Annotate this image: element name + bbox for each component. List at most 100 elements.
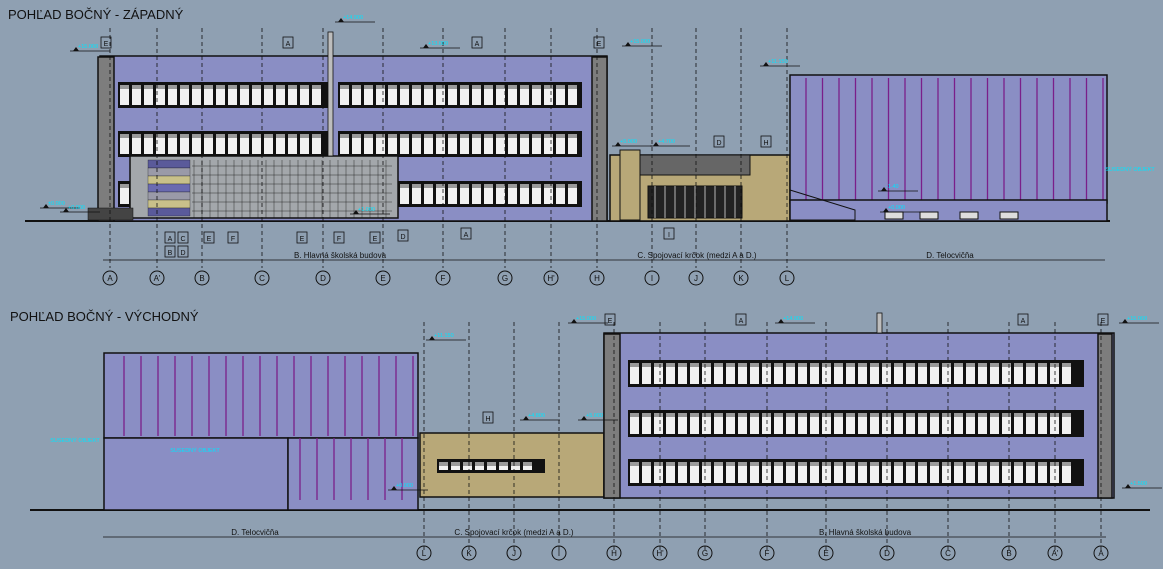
window-blind	[966, 413, 975, 417]
level-mark: +1.000	[350, 207, 390, 215]
window-pane	[870, 462, 879, 483]
window-blind	[702, 413, 711, 417]
window-pane	[448, 184, 457, 204]
window-pane	[966, 462, 975, 483]
window-band-floor2	[628, 410, 1084, 437]
window-blind	[726, 462, 735, 466]
grid-axis-label: J	[512, 549, 516, 558]
window-blind	[654, 363, 663, 367]
window-blind	[978, 363, 987, 367]
window-pane	[834, 413, 843, 434]
level-mark: ±0.000	[40, 201, 80, 209]
grid-axis-bubble: F	[759, 545, 775, 561]
window-pane	[276, 85, 285, 105]
connector-window-band	[437, 459, 545, 473]
part-tag-box	[100, 36, 112, 49]
level-arrow	[881, 187, 887, 191]
window-blind	[894, 413, 903, 417]
window-blind	[568, 184, 577, 188]
window-blind	[144, 85, 153, 89]
level-arrow	[1122, 319, 1128, 323]
window-pane	[822, 413, 831, 434]
window-pane	[990, 363, 999, 384]
window-band-floor3-left	[118, 82, 330, 108]
window-blind	[666, 413, 675, 417]
window-blind	[460, 134, 469, 138]
gym-base-window	[959, 211, 979, 220]
window-blind	[312, 85, 321, 89]
window-blind	[472, 85, 481, 89]
window-blind	[894, 462, 903, 466]
part-tag-box	[760, 135, 772, 148]
level-arrow	[338, 18, 344, 22]
part-tag-label: E	[1101, 318, 1106, 325]
part-tag-box	[333, 231, 345, 244]
window-pane	[894, 462, 903, 483]
window-blind	[412, 85, 421, 89]
window-blind	[451, 462, 460, 466]
level-value: +4.700	[658, 139, 675, 145]
window-blind	[508, 85, 517, 89]
part-tag-label: D	[180, 250, 185, 257]
window-pane	[448, 134, 457, 154]
window-pane	[1062, 462, 1071, 483]
section-label-c: C. Spojovací krčok (medzi A a D.)	[454, 528, 573, 537]
window-blind	[376, 134, 385, 138]
window-pane	[750, 462, 759, 483]
window-blind	[630, 462, 639, 466]
grid-axis-bubble: E	[818, 545, 834, 561]
part-tag-label: D	[400, 234, 405, 241]
window-blind	[990, 413, 999, 417]
window-blind	[978, 413, 987, 417]
window-blind	[1014, 363, 1023, 367]
window-blind	[906, 363, 915, 367]
level-value: +11.150	[434, 333, 454, 339]
window-pane	[1014, 363, 1023, 384]
window-blind	[436, 134, 445, 138]
window-blind	[714, 363, 723, 367]
window-pane	[930, 462, 939, 483]
window-blind	[858, 413, 867, 417]
grid-axis-bubble: K	[733, 270, 749, 286]
grid-axis-bubble: E	[375, 270, 391, 286]
window-pane	[532, 134, 541, 154]
grid-axis-label: E	[380, 274, 385, 283]
window-pane	[966, 413, 975, 434]
window-pane	[376, 85, 385, 105]
window-blind	[192, 134, 201, 138]
window-blind	[523, 462, 532, 466]
window-blind	[400, 85, 409, 89]
window-pane	[276, 134, 285, 154]
window-blind	[424, 184, 433, 188]
window-band-floor3	[628, 360, 1084, 387]
level-arrow	[763, 62, 769, 66]
window-band-floor1	[628, 459, 1084, 486]
window-pane	[300, 85, 309, 105]
window-blind	[544, 184, 553, 188]
part-tag: A	[471, 36, 483, 49]
window-blind	[264, 134, 273, 138]
window-pane	[472, 184, 481, 204]
window-pane	[120, 184, 129, 204]
gym-lower-right	[287, 437, 419, 511]
level-value: +5.000	[620, 139, 637, 145]
window-blind	[954, 462, 963, 466]
window-pane	[120, 85, 129, 105]
part-tag-box	[663, 227, 675, 240]
window-blind	[642, 462, 651, 466]
window-pane	[484, 85, 493, 105]
window-blind	[882, 363, 891, 367]
stair-panel	[147, 199, 191, 209]
part-tag-box	[227, 231, 239, 244]
grid-axis-circle	[375, 270, 391, 286]
level-arrow	[653, 142, 659, 146]
window-blind	[424, 85, 433, 89]
stair-panel	[147, 167, 191, 177]
grid-axis-bubble: G	[497, 270, 513, 286]
window-blind	[376, 85, 385, 89]
window-blind	[894, 363, 903, 367]
grid-axis-label: G	[502, 274, 508, 283]
window-blind	[678, 363, 687, 367]
part-tag: E	[296, 231, 308, 244]
window-blind	[156, 134, 165, 138]
